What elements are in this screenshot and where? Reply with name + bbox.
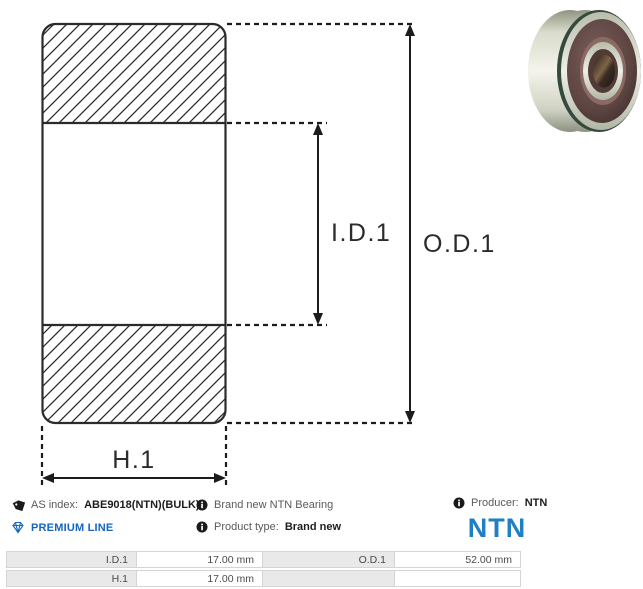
arrow-left-icon [42,473,54,483]
arrow-right-icon [214,473,226,483]
hatched-outer-ring-top [42,24,226,123]
od1-label: O.D.1 [423,230,496,258]
premium-line-row: PREMIUM LINE [11,521,113,534]
arrow-down-icon [405,411,415,423]
spec-label-od1: O.D.1 [262,551,395,568]
table-row: H.1 17.00 mm [6,570,521,587]
table-row: I.D.1 17.00 mm O.D.1 52.00 mm [6,551,521,568]
premium-line-label: PREMIUM LINE [31,521,114,534]
id1-label: I.D.1 [331,219,391,247]
arrow-up-icon [405,24,415,36]
spec-label-id1: I.D.1 [6,551,137,568]
as-index-label: AS index: [31,499,79,511]
tag-icon [12,499,25,511]
cross-section-outline [41,22,227,425]
arrow-down-icon [313,313,323,325]
as-index-row: AS index: ABE9018(NTN)(BULK) [12,499,200,511]
h1-label: H.1 [112,446,155,474]
info-icon [196,521,208,533]
bearing-cross-section [42,24,226,423]
hatched-outer-ring-bottom [42,325,226,423]
h1-dimension-line: H.1 [42,446,226,483]
product-type-label: Product type: [214,521,279,533]
bore-hole [593,54,615,88]
as-index-value: ABE9018(NTN)(BULK) [84,499,200,511]
brand-new-text: Brand new NTN Bearing [214,499,334,511]
id1-dimension-line: I.D.1 [313,123,391,325]
product-type-value: Brand new [284,521,342,533]
arrow-up-icon [313,123,323,135]
dashed-extension-lines [40,22,414,489]
gem-icon [11,521,25,534]
ntn-logo: NTN [467,512,527,543]
spec-label-h1: H.1 [6,570,137,587]
spec-table: I.D.1 17.00 mm O.D.1 52.00 mm H.1 17.00 … [6,551,521,587]
info-icon [453,497,465,509]
od1-dimension-line: O.D.1 [405,24,496,423]
producer-label: Producer: [471,497,519,509]
bearing-photo [528,10,641,132]
producer-row: Producer: NTN [453,497,547,509]
bearing-dimension-diagram: I.D.1 O.D.1 H.1 [40,22,496,489]
brand-new-row: Brand new NTN Bearing [196,499,333,511]
product-type-row: Product type: Brand new [196,521,341,533]
producer-value: NTN [524,497,548,509]
spec-value-h1: 17.00 mm [136,570,263,587]
info-icon [196,499,208,511]
spec-label-empty [262,570,395,587]
spec-value-empty [394,570,521,587]
spec-value-id1: 17.00 mm [136,551,263,568]
spec-value-od1: 52.00 mm [394,551,521,568]
